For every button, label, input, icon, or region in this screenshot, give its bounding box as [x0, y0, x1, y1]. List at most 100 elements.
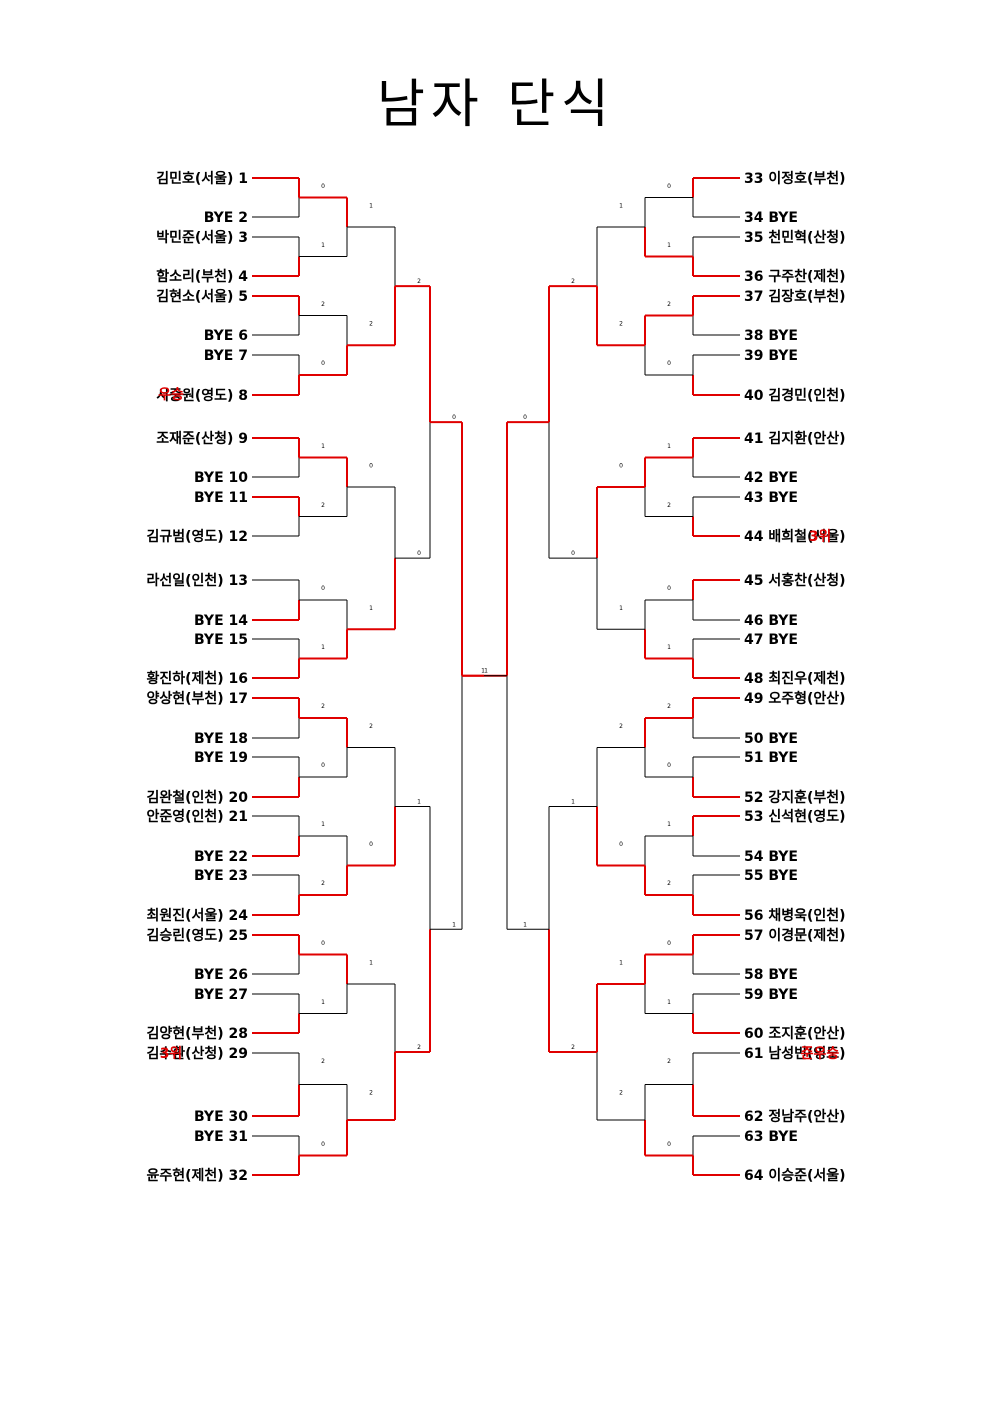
- player-label-right: 54 BYE: [744, 849, 798, 865]
- right-score-mark: 2: [571, 278, 575, 285]
- player-label-left: 양상현(부천) 17: [146, 691, 248, 707]
- player-label-left: BYE 23: [194, 868, 248, 884]
- left-score-mark: 2: [369, 1090, 373, 1097]
- player-label-left: 김양현(부천) 28: [146, 1025, 248, 1042]
- player-label-right: 56 채병욱(인천): [744, 907, 846, 924]
- player-label-left: 라선일(인천) 13: [146, 572, 248, 589]
- left-score-mark: 0: [321, 1141, 325, 1148]
- player-label-left: 김승린(영도) 25: [146, 927, 248, 944]
- left-score-mark: 2: [417, 1044, 421, 1051]
- player-label-right: 61 남성빈(영도): [744, 1045, 846, 1062]
- player-label-right: 39 BYE: [744, 348, 798, 364]
- player-label-right: 49 오주형(안산): [744, 690, 846, 707]
- left-score-mark: 1: [321, 242, 325, 249]
- player-label-right: 52 강지훈(부천): [744, 789, 846, 806]
- player-label-left: BYE 19: [194, 750, 248, 766]
- left-score-mark: 1: [321, 999, 325, 1006]
- right-score-mark: 1: [571, 799, 575, 806]
- left-score-mark: 2: [321, 880, 325, 887]
- player-label-right: 63 BYE: [744, 1129, 798, 1145]
- player-label-left: 서중원(영도) 8: [156, 387, 248, 404]
- player-label-left: 조재준(산청) 9: [156, 430, 248, 447]
- player-label-right: 44 배희철(서울): [744, 528, 846, 545]
- right-score-mark: 1: [619, 203, 623, 210]
- player-label-right: 59 BYE: [744, 987, 798, 1003]
- player-label-left: BYE 27: [194, 987, 248, 1003]
- right-score-mark: 1: [667, 821, 671, 828]
- left-score-mark: 2: [369, 723, 373, 730]
- right-score-mark: 0: [571, 550, 575, 557]
- right-score-mark: 2: [667, 703, 671, 710]
- left-score-mark: 0: [369, 463, 373, 470]
- right-score-mark: 1: [667, 644, 671, 651]
- left-score-mark: 2: [321, 502, 325, 509]
- player-label-left: 김규범(영도) 12: [146, 528, 248, 545]
- player-label-left: BYE 6: [204, 328, 248, 344]
- player-label-left: BYE 30: [194, 1109, 248, 1125]
- left-score-mark: 2: [417, 278, 421, 285]
- left-score-mark: 2: [321, 1058, 325, 1065]
- player-label-right: 41 김지환(안산): [744, 430, 846, 447]
- player-label-left: BYE 14: [194, 613, 248, 629]
- player-label-left: BYE 7: [204, 348, 248, 364]
- player-label-left: BYE 11: [194, 490, 248, 506]
- player-label-right: 42 BYE: [744, 470, 798, 486]
- right-score-mark: 2: [619, 321, 623, 328]
- left-score-mark: 1: [321, 644, 325, 651]
- right-score-mark: 0: [619, 463, 623, 470]
- left-score-mark: 0: [321, 360, 325, 367]
- left-score-mark: 1: [369, 960, 373, 967]
- right-score-mark: 2: [667, 880, 671, 887]
- award-label-runner_up: 준우승: [801, 1046, 840, 1062]
- right-score-mark: 0: [667, 585, 671, 592]
- player-label-right: 36 구주찬(제천): [744, 268, 846, 285]
- player-label-right: 40 김경민(인천): [744, 387, 846, 404]
- player-label-right: 57 이경문(제천): [744, 927, 846, 944]
- player-label-left: BYE 22: [194, 849, 248, 865]
- player-label-left: 함소리(부천) 4: [156, 268, 248, 285]
- right-score-mark: 1: [667, 242, 671, 249]
- player-label-right: 62 정남주(안산): [744, 1108, 846, 1125]
- player-label-left: BYE 18: [194, 731, 248, 747]
- left-score-mark: 0: [321, 183, 325, 190]
- player-label-left: BYE 15: [194, 632, 248, 648]
- award-label-third_right: 3위: [809, 529, 832, 545]
- player-label-right: 43 BYE: [744, 490, 798, 506]
- right-score-mark: 0: [523, 414, 527, 421]
- player-label-left: 박민준(서울) 3: [156, 229, 248, 246]
- player-label-right: 55 BYE: [744, 868, 798, 884]
- player-label-left: 황진하(제천) 16: [146, 670, 248, 687]
- right-score-mark: 2: [667, 502, 671, 509]
- player-label-left: 윤주현(제천) 32: [146, 1168, 248, 1184]
- right-score-mark: 0: [667, 360, 671, 367]
- right-score-mark: 0: [619, 841, 623, 848]
- player-label-left: 김수환(산청) 29: [146, 1045, 248, 1062]
- player-label-right: 35 천민혁(산청): [744, 229, 846, 246]
- left-score-mark: 0: [417, 550, 421, 557]
- player-label-right: 33 이정호(부천): [744, 170, 846, 187]
- right-score-mark: 2: [619, 1090, 623, 1097]
- player-label-left: 김현소(서울) 5: [156, 288, 248, 305]
- player-label-right: 64 이승준(서울): [744, 1167, 846, 1184]
- left-score-mark: 2: [321, 703, 325, 710]
- left-score-mark: 0: [321, 585, 325, 592]
- left-score-mark: 0: [321, 762, 325, 769]
- right-score-mark: 1: [619, 960, 623, 967]
- player-label-left: BYE 10: [194, 470, 248, 486]
- player-label-right: 50 BYE: [744, 731, 798, 747]
- left-score-mark: 2: [369, 321, 373, 328]
- player-label-right: 38 BYE: [744, 328, 798, 344]
- left-score-mark: 0: [369, 841, 373, 848]
- left-score-mark: 2: [321, 301, 325, 308]
- player-label-right: 53 신석현(영도): [744, 808, 846, 825]
- left-score-mark: 1: [321, 821, 325, 828]
- right-score-mark: 0: [667, 940, 671, 947]
- left-score-mark: 0: [321, 940, 325, 947]
- player-label-left: 최원진(서울) 24: [146, 907, 248, 924]
- left-score-mark: 0: [452, 414, 456, 421]
- player-label-left: 김민호(서울) 1: [156, 170, 248, 187]
- player-label-right: 45 서홍찬(산청): [744, 572, 846, 589]
- right-score-mark: 2: [571, 1044, 575, 1051]
- right-score-mark: 1: [523, 921, 527, 928]
